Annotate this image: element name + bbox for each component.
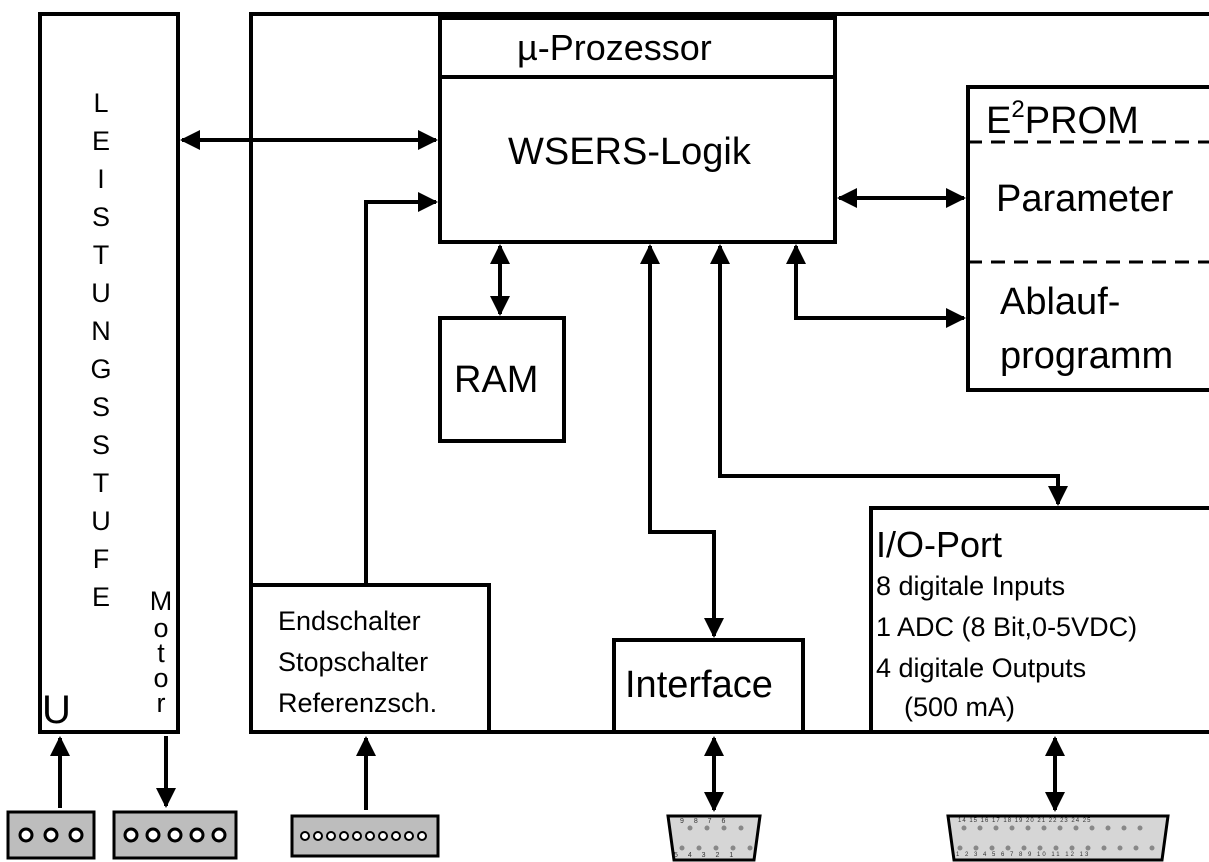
arrow-switches-processor (364, 192, 438, 585)
processor-box (438, 16, 837, 244)
power-stage-letter: T (92, 468, 110, 498)
power-stage-letter: U (91, 506, 111, 536)
arrow-processor-ablauf (786, 244, 966, 328)
motor-pin (211, 827, 227, 843)
power-stage-box (38, 12, 180, 734)
motor-pin (123, 827, 139, 843)
db9-pin-numbers-bottom: 5 4 3 2 1 (674, 852, 738, 859)
ram-box (438, 316, 566, 443)
power-stage-letter: T (92, 240, 110, 270)
motor-letter: M (149, 586, 173, 616)
db25-pins (957, 825, 1155, 851)
db9-pin (713, 845, 719, 851)
power-stage-letter: S (91, 202, 110, 232)
io-port-line3: 4 digitale Outputs (876, 653, 1087, 683)
db9-pin (679, 845, 685, 851)
switch-pin (326, 831, 336, 841)
db9-pin (747, 845, 753, 851)
processor-title: µ-Prozessor (517, 27, 712, 68)
supply-voltage-label: U (42, 688, 71, 732)
eeprom-ablauf-line2: programm (1000, 335, 1174, 377)
power-stage-letter: N (91, 316, 111, 346)
power-pin (18, 827, 34, 843)
io-port-title: I/O-Port (876, 524, 1003, 565)
db9-pin (704, 825, 710, 831)
motor-pin (189, 827, 205, 843)
motor-pin (167, 827, 183, 843)
db9-pin (730, 845, 736, 851)
power-pin (43, 827, 59, 843)
eeprom-title-main: E (986, 100, 1012, 142)
io-port-box (869, 506, 1209, 734)
eeprom-title: E2PROM (986, 96, 1139, 142)
switch-pin (404, 831, 414, 841)
motor-letter: o (153, 613, 169, 643)
switch-pin (313, 831, 323, 841)
db9-pin (696, 845, 702, 851)
switch-pin (365, 831, 375, 841)
power-stage-letter: I (97, 164, 105, 194)
interface-box (612, 638, 805, 734)
switch-pin (417, 831, 427, 841)
motor-letter: r (156, 688, 166, 718)
db25-pin-numbers-top: 14 15 16 17 18 19 20 21 22 23 24 25 (958, 818, 1092, 824)
motor-letter: t (157, 638, 165, 668)
switches-line2: Stopschalter (278, 647, 429, 677)
eeprom-title-rest: PROM (1024, 100, 1139, 142)
db9-pin-numbers-top: 9 8 7 6 (680, 818, 730, 825)
eeprom-title-sup: 2 (1011, 96, 1025, 123)
switches-line3: Referenzsch. (278, 688, 438, 718)
io-db25-connector (946, 814, 1170, 862)
power-stage-letter: L (93, 88, 109, 118)
interface-label: Interface (625, 664, 773, 706)
switches-line1: Endschalter (278, 606, 421, 636)
arrow-processor-io (710, 244, 1068, 506)
switches-box (249, 583, 491, 734)
power-stage-letter: U (91, 278, 111, 308)
power-stage-letter: S (91, 430, 110, 460)
io-port-line1: 8 digitale Inputs (876, 571, 1066, 601)
power-pin (68, 827, 84, 843)
motor-pin (145, 827, 161, 843)
power-stage-letter: E (91, 126, 110, 156)
switch-pin (378, 831, 388, 841)
switch-pin (339, 831, 349, 841)
power-stage-letter: S (91, 392, 110, 422)
ram-label: RAM (454, 359, 539, 401)
motor-letter: o (153, 663, 169, 693)
db25-pin-numbers-bottom: 1 2 3 4 5 6 7 8 9 10 11 12 13 (956, 852, 1091, 858)
io-port-line4: (500 mA) (904, 692, 1016, 722)
switch-pin (391, 831, 401, 841)
io-port-line2: 1 ADC (8 Bit,0-5VDC) (876, 612, 1138, 642)
eeprom-box (966, 85, 1209, 392)
arrow-processor-interface (640, 244, 724, 638)
eeprom-parameter-label: Parameter (996, 178, 1174, 220)
eeprom-ablauf-line1: Ablauf- (1000, 281, 1121, 323)
power-stage-letter: E (91, 582, 110, 612)
switch-pin (352, 831, 362, 841)
db9-pin (721, 825, 727, 831)
db9-pin (738, 825, 744, 831)
switch-pin (300, 831, 310, 841)
power-stage-letter: G (90, 354, 112, 384)
processor-logic-label: WSERS-Logik (508, 131, 751, 173)
power-stage-letter: F (92, 544, 110, 574)
db9-pin (687, 825, 693, 831)
